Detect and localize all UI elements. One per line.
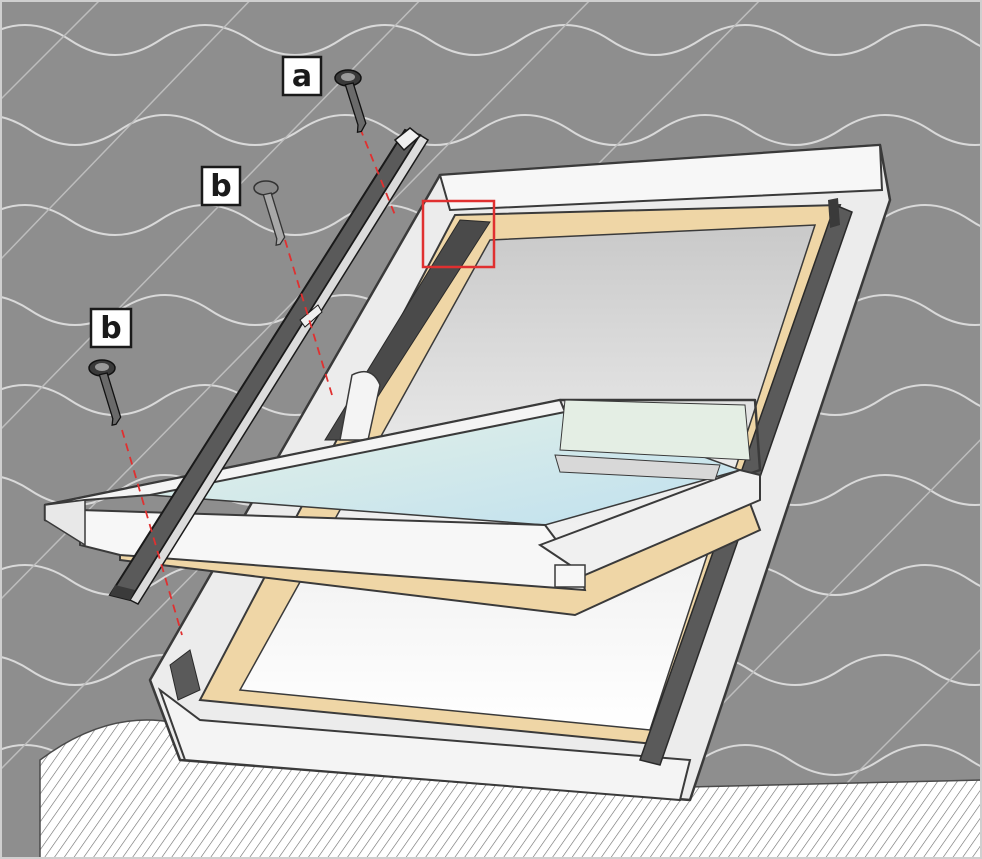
callout-b-lower: b [89, 307, 133, 349]
screw-icon [334, 69, 367, 134]
window-sash [43, 398, 762, 617]
screw-icon [88, 359, 122, 426]
callout-a: a [281, 55, 323, 97]
callout-a-label: a [292, 59, 312, 94]
detail-highlight-box [421, 199, 496, 269]
callout-b-upper-label: b [210, 169, 231, 204]
screw-icon [253, 180, 286, 246]
side-flashing-profile [108, 127, 430, 605]
screw-guide-lines [121, 127, 396, 636]
callout-b-upper: b [200, 165, 242, 207]
callout-b-lower-label: b [100, 311, 121, 346]
